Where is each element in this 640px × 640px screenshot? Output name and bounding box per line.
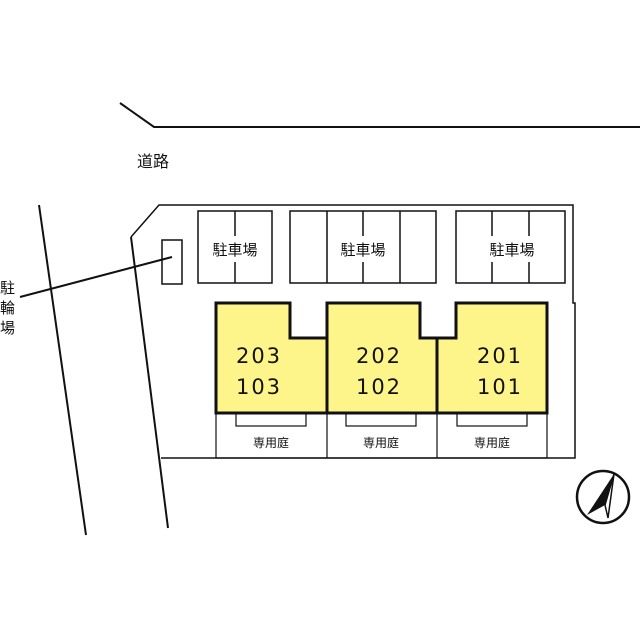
road-edge [119, 102, 640, 128]
site-left-boundary [130, 236, 169, 529]
bicycle-parking-label-1: 駐 [0, 279, 15, 297]
garden-label-1: 専用庭 [253, 435, 289, 450]
parking-area-3 [455, 210, 566, 284]
unit-upper-1: 203 [236, 344, 282, 368]
unit-upper-2: 202 [356, 344, 402, 368]
bicycle-parking-box [161, 239, 183, 285]
parking-label-2: 駐車場 [340, 241, 385, 259]
road-label: 道路 [137, 152, 169, 171]
unit-lower-3: 101 [477, 375, 523, 399]
parking-label-3: 駐車場 [489, 241, 534, 259]
garden-label-2: 専用庭 [363, 435, 399, 450]
apartment-building [214, 301, 549, 415]
unit-lower-1: 103 [236, 375, 282, 399]
parking-area-2 [289, 210, 437, 284]
bicycle-parking-leader [19, 256, 173, 298]
bicycle-parking-label-3: 場 [0, 319, 15, 337]
bicycle-parking-label-2: 輪 [0, 299, 15, 317]
unit-upper-3: 201 [477, 344, 523, 368]
north-arrow-icon [575, 469, 631, 525]
site-boundary [130, 204, 576, 459]
parking-label-1: 駐車場 [212, 241, 257, 259]
left-road-line [38, 204, 87, 536]
parking-area-1 [197, 210, 273, 284]
garden-label-3: 専用庭 [474, 435, 510, 450]
unit-lower-2: 102 [356, 375, 402, 399]
